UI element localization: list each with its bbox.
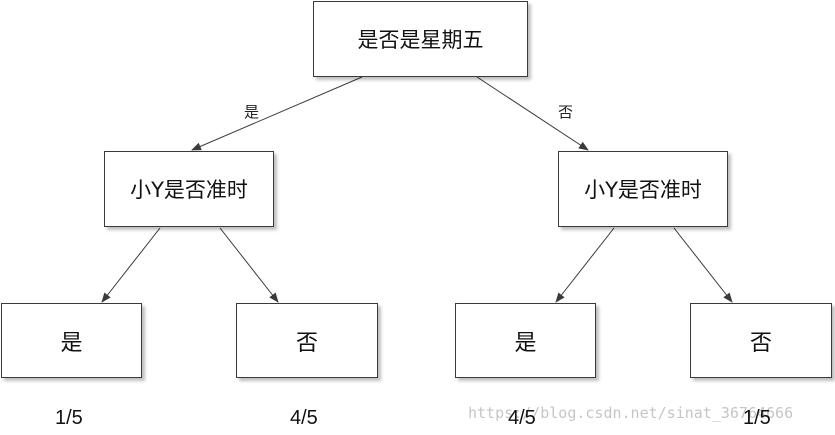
decision-node-left: 小Y是否准时 bbox=[104, 151, 274, 227]
root-node: 是否是星期五 bbox=[313, 1, 528, 77]
edge-root-yes bbox=[191, 76, 363, 151]
branch-label-yes: 是 bbox=[244, 103, 260, 121]
edge-left-no bbox=[219, 227, 279, 303]
decision-node-right: 小Y是否准时 bbox=[558, 151, 728, 227]
leaf-4-probability: 1/5 bbox=[743, 407, 771, 429]
edge-root-no bbox=[476, 76, 589, 151]
leaf-node-3: 是 bbox=[455, 303, 596, 378]
leaf-2-probability: 4/5 bbox=[290, 407, 318, 429]
branch-label-no: 否 bbox=[558, 103, 574, 121]
leaf-node-2: 否 bbox=[236, 303, 378, 378]
root-node-label: 是否是星期五 bbox=[357, 28, 484, 52]
decision-node-left-label: 小Y是否准时 bbox=[130, 178, 248, 202]
leaf-node-1: 是 bbox=[1, 303, 142, 378]
leaf-1-probability: 1/5 bbox=[55, 407, 83, 429]
leaf-node-4-label: 否 bbox=[749, 330, 772, 356]
leaf-node-2-label: 否 bbox=[295, 330, 318, 356]
leaf-node-1-label: 是 bbox=[60, 330, 83, 356]
leaf-node-4: 否 bbox=[690, 303, 832, 378]
edge-left-yes bbox=[101, 227, 161, 303]
leaf-node-3-label: 是 bbox=[514, 330, 537, 356]
watermark-text: https://blog.csdn.net/sinat_36764666 bbox=[468, 404, 794, 422]
leaf-3-probability: 4/5 bbox=[508, 407, 536, 429]
edge-right-yes bbox=[555, 227, 615, 303]
edge-right-no bbox=[673, 227, 733, 303]
decision-node-right-label: 小Y是否准时 bbox=[584, 178, 702, 202]
